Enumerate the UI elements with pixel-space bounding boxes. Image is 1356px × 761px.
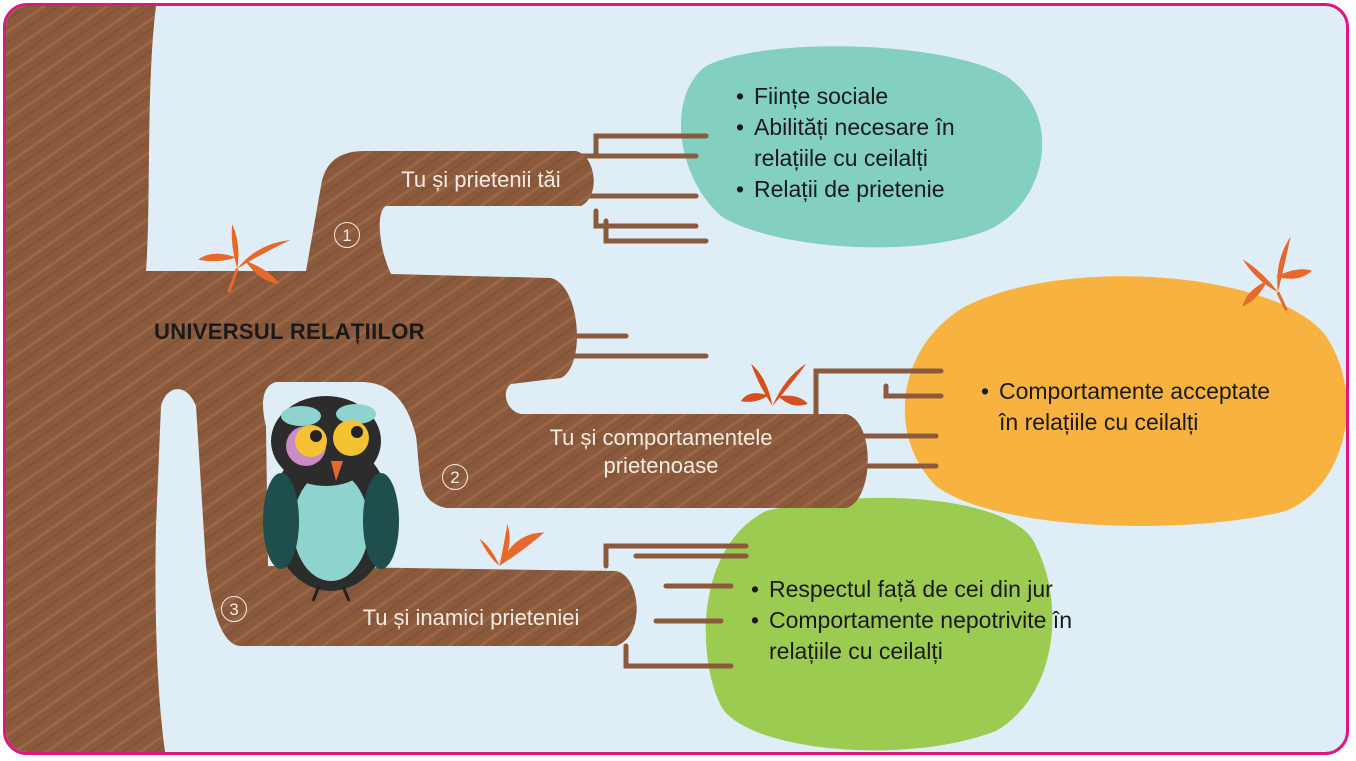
bubble-2-list: Comportamente acceptate în relațiile cu … bbox=[981, 376, 1291, 438]
branch-2-number: 2 bbox=[442, 464, 468, 490]
leaf-1 bbox=[198, 224, 291, 293]
bubble-3-list: Respectul față de cei din jur Comportame… bbox=[751, 574, 1081, 667]
bubble-1-list: Ființe sociale Abilități necesare în rel… bbox=[736, 81, 1016, 205]
branch-2-label: Tu și comportamentele prietenoase bbox=[549, 425, 773, 478]
leaf-2 bbox=[1242, 236, 1313, 312]
diagram-title: UNIVERSUL RELAȚIILOR bbox=[154, 319, 425, 344]
bubble-1-item: Ființe sociale bbox=[736, 81, 1016, 112]
branch-3-number: 3 bbox=[221, 596, 247, 622]
branch-3-label: Tu și inamici prieteniei bbox=[362, 605, 580, 630]
bubble-3-item: Respectul față de cei din jur bbox=[751, 574, 1081, 605]
leaf-3 bbox=[740, 363, 808, 406]
bubble-1-item: Relații de prietenie bbox=[736, 174, 1016, 205]
tree-trunk bbox=[6, 6, 868, 752]
bubble-2-item: Comportamente acceptate în relațiile cu … bbox=[981, 376, 1291, 438]
bubble-1-item: Abilități necesare în relațiile cu ceila… bbox=[736, 112, 1016, 174]
branch-1-label: Tu și prietenii tăi bbox=[401, 167, 561, 192]
leaf-4 bbox=[479, 523, 545, 566]
diagram-frame: UNIVERSUL RELAȚIILOR Tu și prietenii tăi… bbox=[3, 3, 1349, 755]
bubble-3-item: Comportamente nepotrivite în relațiile c… bbox=[751, 605, 1081, 667]
branch-1-number: 1 bbox=[334, 222, 360, 248]
owl-illustration bbox=[263, 396, 399, 602]
